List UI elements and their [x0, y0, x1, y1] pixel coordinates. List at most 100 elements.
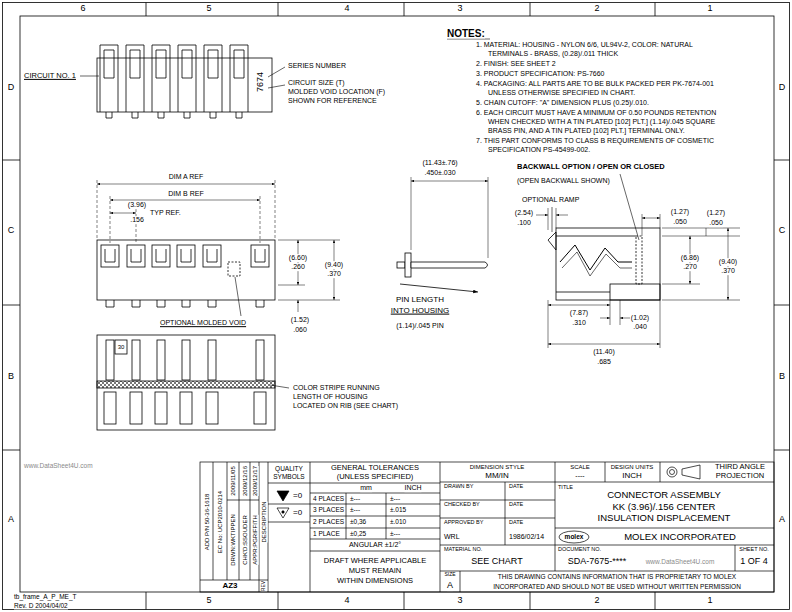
zone-marker: 4: [344, 596, 349, 606]
callout-label: CIRCUIT NO. 1: [24, 72, 76, 80]
note-text: 1. MATERIAL: HOUSING - NYLON 6/6, UL94V-…: [476, 41, 693, 49]
callout-label: SHOWN FOR REFERENCE: [288, 97, 377, 105]
title-block-cell: MM/IN: [485, 472, 509, 481]
callout-label: .370: [327, 270, 341, 278]
dimension-lines: [600, 318, 610, 319]
pin-illustration: [405, 253, 411, 277]
top-view-housing: [100, 45, 118, 118]
title-block-cell: DATE: [509, 483, 523, 489]
bottom-view-housing: [132, 340, 140, 380]
title-block: [667, 467, 677, 477]
title-block: [277, 491, 289, 501]
title-block-cell: INCH: [622, 472, 642, 481]
side-section-view: [548, 232, 556, 250]
dimension-lines: [97, 180, 275, 243]
callout-label: (1.27): [671, 208, 689, 216]
title-block-cell: DATE: [509, 501, 523, 507]
zone-marker: B: [779, 372, 785, 382]
callout-label: .685: [597, 358, 611, 366]
front-view-housing: [101, 245, 119, 267]
pin-illustration: [411, 262, 488, 268]
title-block-cell: EC No: UCP2010-0214: [217, 491, 224, 553]
zone-marker: A: [8, 515, 14, 525]
title-block-cell: TITLE: [558, 484, 573, 490]
title-block: [200, 462, 774, 592]
top-view-housing: [230, 45, 248, 118]
watermark: www.DataSheet4U.com: [24, 462, 93, 469]
title-block: [559, 531, 589, 543]
bottom-view-housing: [256, 340, 264, 380]
callout-label: LOCATED ON RIB (SEE CHART): [293, 402, 398, 410]
dimension-lines: [662, 228, 740, 300]
zone-marker: 2: [594, 596, 599, 606]
side-section-view: [548, 228, 660, 300]
callout-label: (1.14)/.045 PIN: [396, 322, 443, 330]
zone-marker: C: [779, 226, 786, 236]
title-block-cell: WITHIN DIMENSIONS: [337, 577, 413, 585]
callout-label: TYP REF.: [150, 209, 181, 217]
front-view-housing: [255, 249, 265, 307]
bottom-view-housing: [182, 340, 190, 380]
dimension-lines: [556, 215, 568, 216]
bottom-view-housing: [106, 340, 114, 380]
zone-marker: D: [779, 83, 786, 93]
zone-marker: 2: [594, 4, 599, 14]
sheet-frame: [3, 3, 790, 610]
front-view-housing: [152, 245, 170, 267]
title-block-cell: DESCRIPTION: [260, 501, 267, 542]
title-block-cell: ANGULAR ±1/2°: [349, 541, 401, 549]
bottom-view-housing: [130, 392, 142, 424]
title-block-cell: CONNECTOR ASSEMBLY: [607, 490, 721, 500]
note-text: 6. EACH CIRCUIT MUST HAVE A MINIMUM OF 0…: [476, 109, 716, 117]
zone-marker: 3: [457, 4, 462, 14]
watermark: www.DataSheet4U.com: [646, 558, 715, 565]
callout-label: (OPEN BACKWALL SHOWN): [517, 177, 610, 185]
title-block-cell: molex: [565, 533, 584, 540]
callout-label: .040: [633, 323, 647, 331]
title-block-cell: DOCUMENT NO.: [558, 546, 601, 552]
zone-marker: 1: [707, 4, 712, 14]
zone-marker: 6: [80, 4, 85, 14]
side-section-view: [556, 228, 660, 300]
pin-illustration: [397, 262, 405, 268]
dimension-lines: [298, 300, 299, 312]
front-view-housing: [156, 249, 166, 307]
title-block-cell: 1 OF 4: [740, 557, 768, 567]
note-text: UNLESS OTHERWISE SPECIFIED IN CHART.: [488, 89, 635, 97]
bottom-view-housing: [270, 385, 289, 388]
front-view-housing: [228, 262, 240, 276]
bottom-view-housing: [157, 340, 165, 380]
title-block-cell: INSULATION DISPLACEMENT: [598, 513, 731, 523]
title-block-cell: A: [447, 581, 453, 591]
note-text: BRASS PIN, AND A TIN PLATED [102] PLT.] …: [488, 127, 685, 135]
pin-illustration: [397, 253, 488, 277]
callout-label: INTO HOUSING: [391, 307, 450, 316]
bottom-view-housing: [208, 340, 216, 380]
title-block-cell: SHEET NO.: [739, 546, 769, 552]
title-block-cell: ±---: [350, 506, 360, 513]
callout-label: (7.87): [570, 309, 588, 317]
notes-underline: [447, 39, 490, 40]
title-block-cell: MATERIAL NO.: [444, 546, 482, 552]
title-block-cell: 2009/12/17: [251, 466, 258, 496]
title-block-cell: ±---: [390, 530, 400, 537]
title-block-cell: 1986/02/14: [509, 533, 544, 541]
title-block-cell: ±.010: [390, 518, 406, 525]
front-view-housing: [235, 277, 241, 316]
bottom-view-housing: [104, 392, 116, 424]
front-view-housing: [181, 249, 191, 307]
title-block: [200, 482, 774, 580]
callout-label: .370: [721, 267, 735, 275]
callout-label: COLOR STRIPE RUNNING: [293, 384, 380, 392]
side-section-view: [610, 284, 660, 300]
callout-label: .310: [572, 319, 586, 327]
note-text: 4. PACKAGING: ALL PARTS ARE TO BE BULK P…: [476, 80, 714, 88]
callout-label: (9.40): [719, 258, 737, 266]
callout-label: OPTIONAL MOLDED VOID: [160, 319, 246, 327]
callout-label: (1.52): [291, 316, 309, 324]
title-block: [282, 511, 284, 513]
sheet-frame: [3, 3, 790, 610]
callout-label: LENGTH OF HOUSING: [293, 393, 368, 401]
front-view-housing: [127, 245, 145, 267]
